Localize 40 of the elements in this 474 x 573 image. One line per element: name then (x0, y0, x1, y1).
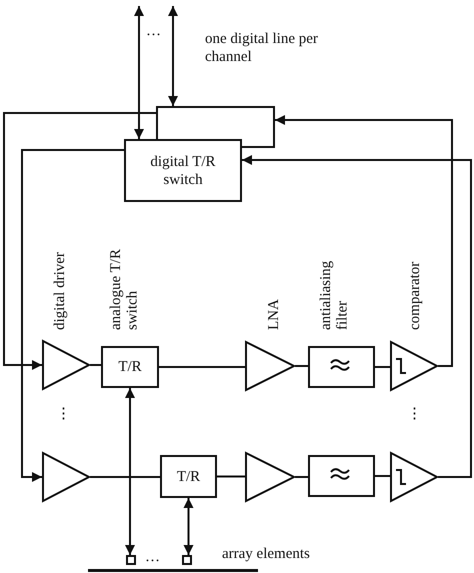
annotation: one digital line per channel (205, 30, 319, 66)
array-element-square (126, 555, 136, 565)
ellipsis-mark: … (145, 548, 160, 566)
signal-line (217, 476, 245, 478)
arrow (21, 149, 124, 482)
amplifier-triangle (390, 341, 438, 391)
block-box: T/R (101, 346, 159, 388)
amplifier-triangle (390, 452, 438, 502)
array-element-square (182, 555, 192, 565)
arrow (275, 115, 453, 367)
block-caption: digital driver (52, 251, 68, 330)
block-box (308, 455, 375, 497)
block-caption: LNA (266, 298, 282, 330)
signal-line (295, 476, 308, 478)
ellipsis-mark: ⋮ (407, 405, 422, 423)
arrow (125, 388, 135, 555)
block-caption: comparator (407, 260, 424, 330)
block-caption: analogue T/R switch (108, 248, 141, 330)
arrow (168, 6, 178, 106)
ellipsis-mark: ⋮ (56, 405, 71, 423)
block-box (308, 346, 375, 388)
arrow (242, 155, 472, 478)
amplifier-triangle (42, 340, 90, 390)
block-caption: antialiasing filter (318, 260, 351, 330)
block-box: T/R (160, 455, 217, 498)
signal-line (159, 366, 245, 368)
block-box: digital T/R switch (124, 139, 242, 202)
arrow (134, 6, 144, 139)
amplifier-triangle (42, 452, 90, 502)
amplifier-triangle (245, 341, 295, 391)
signal-line (90, 476, 160, 478)
ellipsis-mark: … (146, 22, 161, 40)
arrow (184, 498, 194, 555)
signal-line (375, 475, 390, 477)
amplifier-triangle (245, 452, 295, 502)
arrow (3, 112, 156, 370)
signal-line (375, 366, 390, 368)
signal-line (295, 365, 308, 367)
signal-line (90, 364, 101, 366)
annotation: array elements (222, 545, 310, 563)
